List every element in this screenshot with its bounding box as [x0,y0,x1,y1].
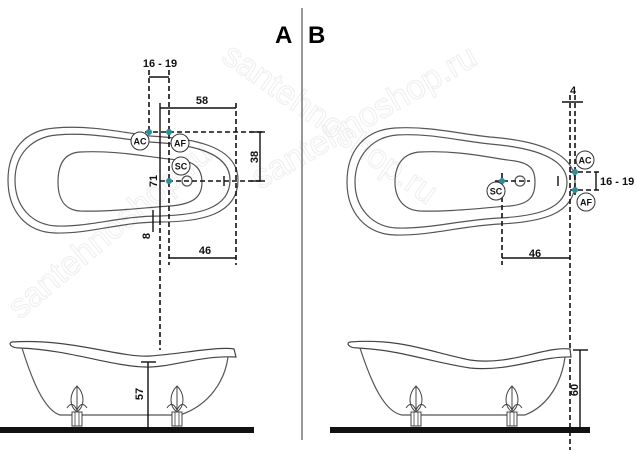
panel-a-side-view: 57 [0,340,254,433]
dim-8: 8 [141,233,153,239]
dim-57: 57 [134,388,146,400]
dim-71: 71 [148,175,160,187]
panel-b-top-view: AC AF SC 4 16 - 19 46 [346,85,634,450]
dim-16-19: 16 - 19 [600,176,634,188]
dim-38: 38 [249,151,261,163]
valve-dot-sc [166,178,172,184]
dim-58: 58 [196,95,208,107]
panel-b-side-view: 60 [330,340,590,433]
label-af: AF [576,192,596,212]
valve-dot-ac [146,129,152,135]
valve-dot-af [166,129,172,135]
panel-a-label: A [275,22,292,49]
valve-dot-ac [572,169,578,175]
svg-text:SC: SC [175,162,188,172]
dim-4: 4 [570,85,577,97]
svg-text:SC: SC [490,187,503,197]
svg-text:AC: AC [134,137,147,147]
dim-60: 60 [569,384,581,396]
label-sc: SC [171,156,191,176]
label-ac: AC [130,131,150,151]
valve-dot-sc [499,178,505,184]
svg-text:santehnoshop.ru: santehnoshop.ru [245,37,483,197]
panel-b-label: B [308,22,325,49]
dim-16-19: 16 - 19 [143,58,177,70]
label-sc: SC [486,181,506,201]
svg-text:AC: AC [579,156,592,166]
panel-a-top-view: AC AF SC 16 - 19 58 38 71 8 46 [7,58,265,350]
label-af: AF [170,133,190,153]
svg-text:AF: AF [580,198,592,208]
svg-text:AF: AF [174,139,186,149]
dim-46: 46 [199,245,211,257]
valve-dot-af [572,187,578,193]
label-ac: AC [575,150,595,170]
dim-46: 46 [529,248,541,260]
